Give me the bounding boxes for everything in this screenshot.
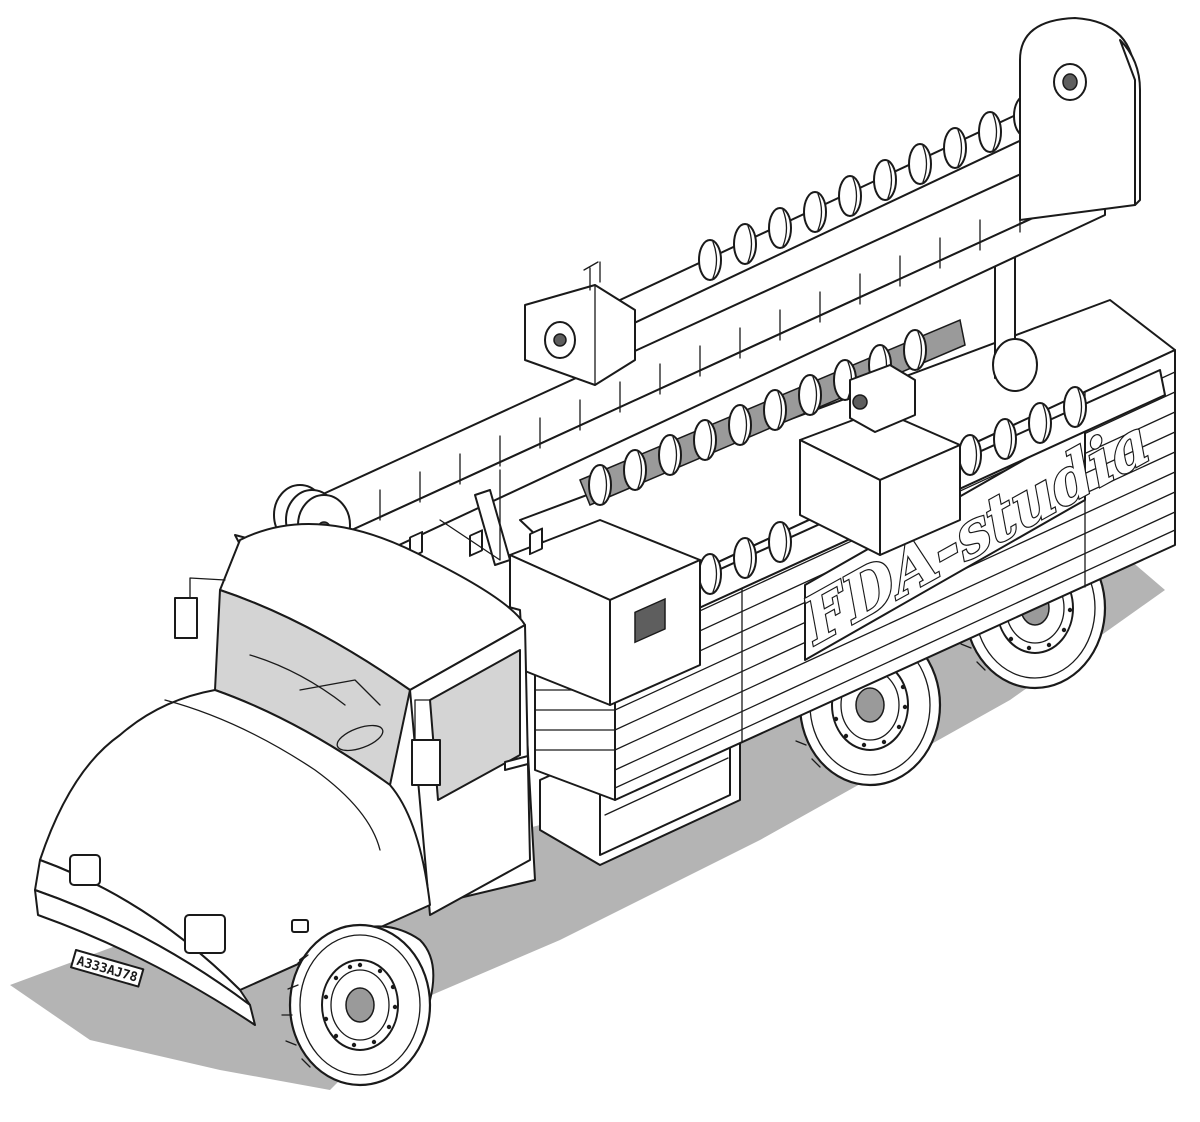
mast-lattice (379, 183, 1061, 521)
auger-on-deck-rear (579, 318, 966, 506)
front-bumper (34, 889, 256, 1026)
left-headlight (69, 854, 101, 886)
left-mirror (174, 577, 226, 639)
mast-front-strut (474, 489, 511, 566)
drill-head-carriage (524, 284, 636, 386)
steering-wheel (336, 724, 384, 752)
rotator-head (849, 364, 916, 433)
brand-panel (804, 424, 1086, 661)
marker-light (291, 919, 309, 933)
hoist-pulley (992, 338, 1038, 392)
mast-top-plate (1019, 17, 1136, 221)
door-handle (504, 755, 529, 771)
right-headlight (184, 914, 226, 954)
right-mirror (411, 699, 441, 786)
drill-head-handle (583, 261, 601, 291)
control-panel (634, 597, 666, 644)
